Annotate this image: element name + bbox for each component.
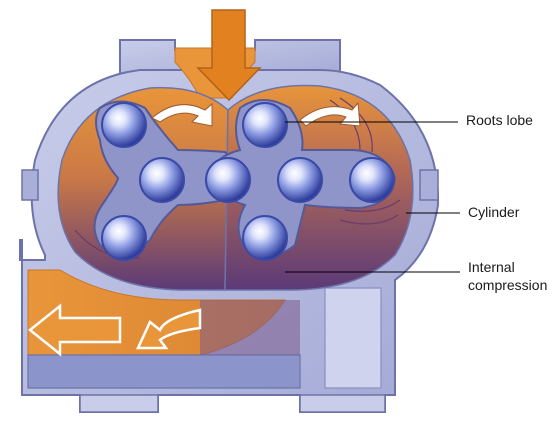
label-internal-compression: Internal compression <box>468 258 547 294</box>
arrow-down-icon <box>196 9 262 102</box>
right-wall-pocket <box>324 287 382 389</box>
label-internal-compression-line2: compression <box>468 277 548 293</box>
exhaust-lower-band <box>27 354 301 389</box>
left-foot <box>79 394 159 413</box>
curved-arrow-right-icon <box>299 101 361 127</box>
rotation-arrows <box>151 101 361 127</box>
label-cylinder: Cylinder <box>468 203 519 221</box>
ball-right-mid <box>277 157 323 203</box>
right-rib <box>419 169 439 201</box>
left-rib <box>21 169 39 201</box>
exhaust-right-cavity <box>200 300 300 355</box>
label-internal-compression-line1: Internal <box>468 259 515 275</box>
ball-left-mid <box>139 157 185 203</box>
leader-lines <box>285 121 460 273</box>
ball-left-bottom <box>101 215 147 261</box>
rotor-balls <box>101 102 395 261</box>
label-roots-lobe: Roots lobe <box>466 111 533 129</box>
label-roots-lobe-text: Roots lobe <box>466 112 533 128</box>
inlet-port <box>174 9 262 102</box>
ball-right-bottom <box>242 215 288 261</box>
ball-left-center <box>205 157 251 203</box>
outlet-channel <box>27 269 301 389</box>
curved-arrow-right-icon <box>151 102 213 127</box>
ball-left-top <box>101 102 147 148</box>
ball-right-top <box>242 102 288 148</box>
arrow-left-icon <box>27 303 122 357</box>
ball-right-outer <box>349 157 395 203</box>
label-cylinder-text: Cylinder <box>468 204 520 220</box>
right-foot <box>299 394 386 413</box>
arrow-left-icon <box>136 308 202 350</box>
